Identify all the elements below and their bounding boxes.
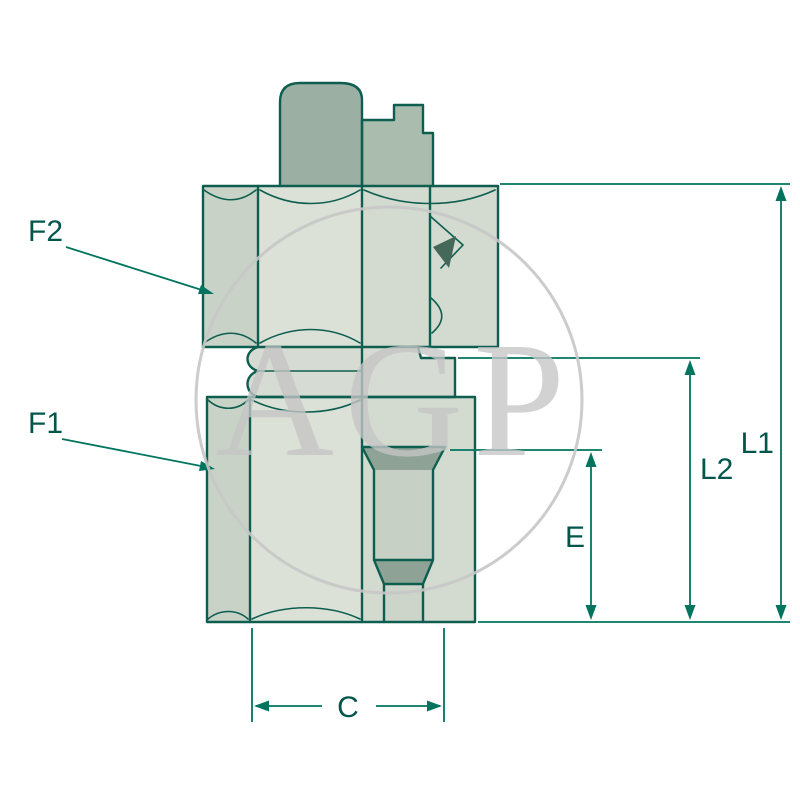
callout-f2: F2: [28, 215, 214, 294]
waist-groove: [247, 347, 455, 397]
dimensions: L1 L2 E C F2: [28, 183, 790, 724]
e-label: E: [565, 521, 585, 554]
e-arrow-down: [585, 605, 597, 620]
l1-label: L1: [741, 427, 774, 460]
swivel-collar: [362, 105, 433, 186]
dimension-l1: L1: [478, 183, 790, 623]
c-label: C: [337, 691, 359, 724]
f2-leader-arrow: [198, 285, 214, 294]
bore-relief-chamfer: [374, 560, 433, 584]
l2-arrow-down: [684, 605, 696, 620]
dimension-c: C: [251, 628, 445, 724]
f1-leader-line: [61, 438, 207, 468]
lower-body-outline: [205, 395, 477, 624]
cone-wedge-detail: [433, 236, 456, 268]
dimension-l2: L2: [458, 357, 733, 620]
f2-label: F2: [28, 215, 63, 248]
lower-body-chamfer-arcs: [207, 399, 361, 620]
watermark-circle: [194, 205, 584, 595]
c-arrow-left: [254, 700, 269, 712]
watermark: AGP: [194, 205, 584, 595]
bore-outline: [360, 445, 447, 624]
c-arrow-right: [427, 700, 442, 712]
bore-thread-cavity: [374, 470, 433, 560]
l2-arrow-up: [684, 360, 696, 375]
upper-hex-outline: [201, 184, 500, 349]
f1-label: F1: [28, 407, 63, 440]
collar-outline: [360, 103, 435, 188]
f2-leader-line: [65, 246, 206, 292]
standpipe-tube: [280, 83, 362, 186]
l1-arrow-down: [775, 605, 787, 620]
e-arrow-up: [585, 452, 597, 467]
cone-seat-lines: [429, 215, 464, 334]
fitting-body-outlines: [201, 81, 500, 624]
standpipe-outline: [278, 81, 364, 188]
callout-f1: F1: [28, 407, 215, 471]
l2-label: L2: [700, 453, 733, 486]
watermark-text: AGP: [215, 308, 575, 491]
l1-arrow-up: [775, 186, 787, 201]
bore-entry-chamfer: [362, 447, 445, 470]
